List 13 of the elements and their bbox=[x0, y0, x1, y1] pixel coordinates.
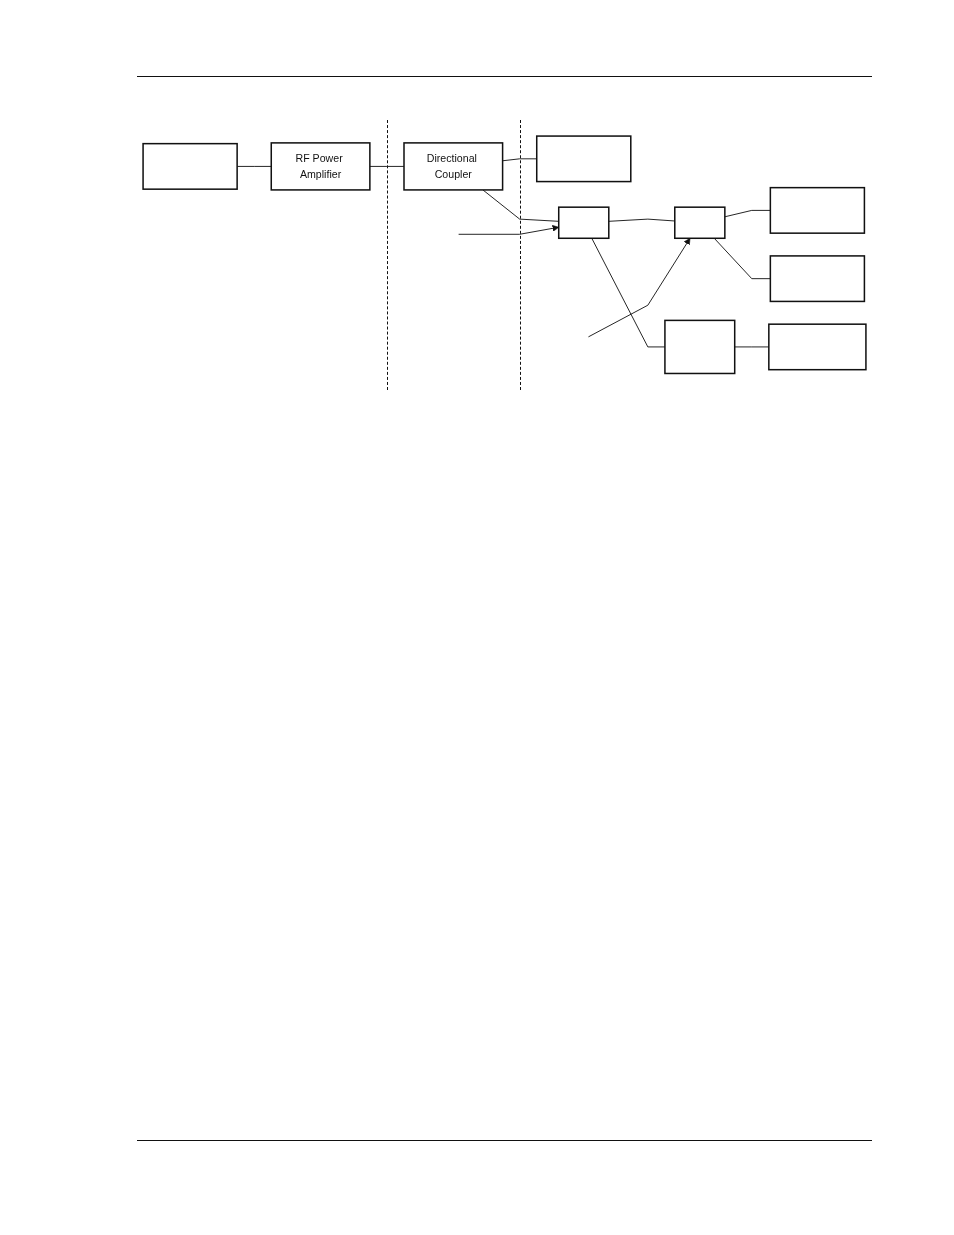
connector bbox=[369, 165, 405, 167]
node-box: RF Power Amplifier bbox=[270, 142, 371, 191]
connector bbox=[713, 237, 771, 280]
node-box bbox=[664, 319, 736, 375]
node-box bbox=[769, 186, 866, 234]
node-box bbox=[674, 206, 726, 240]
node-box bbox=[536, 135, 632, 183]
node-box bbox=[557, 206, 610, 240]
node-box: Directional Coupler bbox=[403, 142, 504, 191]
node-box bbox=[142, 142, 238, 190]
node-box bbox=[769, 255, 866, 303]
connector bbox=[724, 209, 771, 218]
node-box bbox=[768, 323, 867, 371]
